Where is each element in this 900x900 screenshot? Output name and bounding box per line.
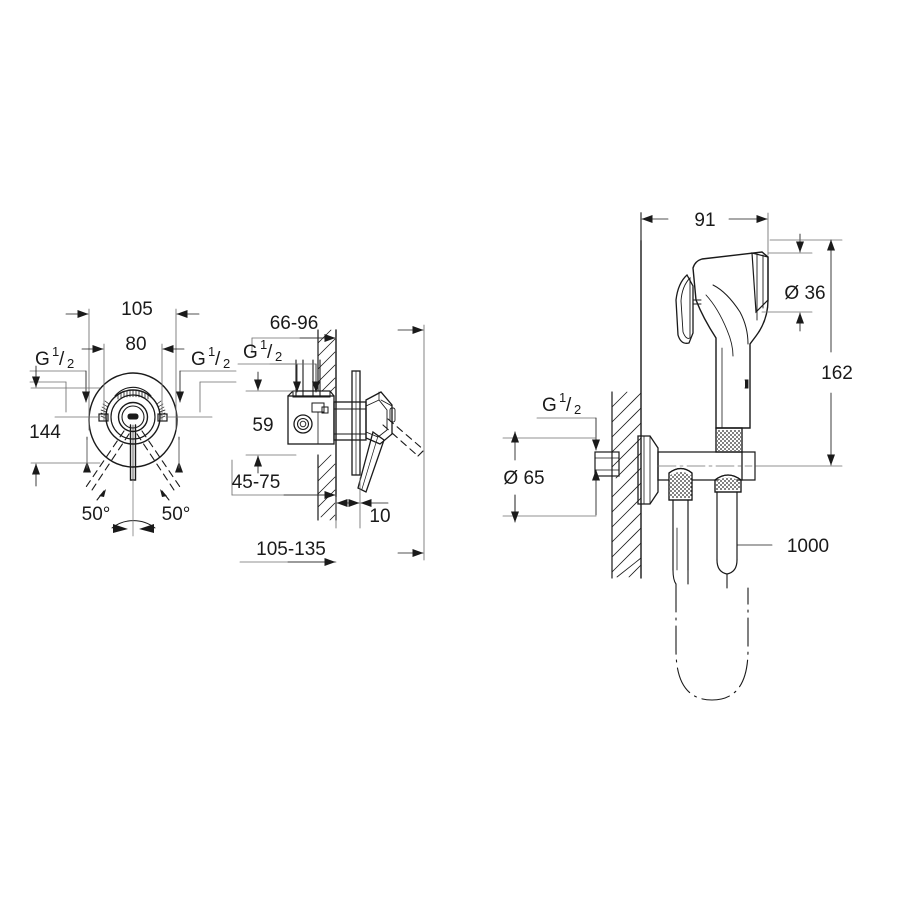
- dim-59-label: 59: [252, 415, 273, 436]
- trigger-lever: [675, 273, 702, 344]
- assembly-wall-hatch: [611, 391, 642, 578]
- hose-left-strand: [672, 499, 689, 585]
- dim-105-label: 105: [121, 299, 153, 320]
- dim-10-label: 10: [369, 506, 390, 527]
- dia-65-label: Ø 65: [503, 468, 544, 489]
- hose-loop: [675, 583, 749, 701]
- svg-text:2: 2: [223, 356, 230, 371]
- svg-text:G: G: [542, 395, 557, 416]
- svg-text:/: /: [267, 342, 273, 363]
- assembly-view: [502, 212, 843, 701]
- svg-text:G: G: [243, 342, 258, 363]
- angle-left-label: 50°: [82, 504, 111, 525]
- escutcheon-plate-section: [351, 370, 361, 476]
- section-view-dimension-lines: [231, 324, 425, 566]
- section-view: [231, 324, 425, 566]
- front-view: [29, 308, 237, 537]
- svg-text:1: 1: [208, 344, 215, 359]
- svg-text:/: /: [566, 395, 572, 416]
- svg-text:G: G: [35, 349, 50, 370]
- hose-nut-left: [668, 467, 693, 501]
- wall: [317, 329, 337, 521]
- dim-144-label: 144: [29, 422, 61, 443]
- svg-text:2: 2: [574, 402, 581, 417]
- trim-knurl-ring: [114, 386, 152, 400]
- dim-105-135-label: 105-135: [256, 539, 326, 560]
- dim-80-label: 80: [125, 334, 146, 355]
- handle-hub: [365, 391, 396, 445]
- spray-head-nut: [715, 427, 743, 453]
- svg-text:2: 2: [67, 356, 74, 371]
- hose-right-strand: [716, 491, 738, 589]
- shower-holder-bar: [657, 451, 756, 481]
- front-view-labels: 105 80 144 G 1 / 2 G 1 / 2 50° 50°: [29, 299, 230, 525]
- assembly-wall: [611, 212, 642, 579]
- assembly-view-labels: 91 Ø 36 162 G 1 / 2 Ø 65 1000: [503, 210, 852, 557]
- svg-text:/: /: [215, 349, 221, 370]
- dia-36-label: Ø 36: [784, 283, 825, 304]
- hand-shower-body: [692, 251, 769, 429]
- hose-length-label: 1000: [787, 536, 829, 557]
- dim-g12-left-label: G 1 / 2: [35, 344, 74, 371]
- assembly-view-dimension-lines: [502, 212, 843, 546]
- dim-66-96-label: 66-96: [270, 313, 319, 334]
- svg-text:1: 1: [52, 344, 59, 359]
- front-view-dimension-lines: [29, 308, 237, 487]
- section-view-labels: 66-96 G 1 / 2 59 45-75 10 105-135: [232, 313, 391, 560]
- hose-nut-right: [714, 474, 742, 493]
- svg-text:1: 1: [559, 390, 566, 405]
- trim-side-knurls: [100, 400, 166, 419]
- svg-text:1: 1: [260, 337, 267, 352]
- dim-g12-right-label: G 1 / 2: [191, 344, 230, 371]
- svg-text:G: G: [191, 349, 206, 370]
- angle-right-label: 50°: [162, 504, 191, 525]
- dim-g12-section-label: G 1 / 2: [243, 337, 282, 364]
- dim-45-75-label: 45-75: [232, 472, 281, 493]
- dim-91-label: 91: [694, 210, 715, 231]
- svg-text:2: 2: [275, 349, 282, 364]
- wall-bracket: [637, 435, 659, 505]
- lever-swing-section: [382, 418, 425, 457]
- dim-162-label: 162: [821, 363, 853, 384]
- dim-g12-assembly-label: G 1 / 2: [542, 390, 581, 417]
- lever-arm-section: [357, 430, 385, 493]
- supply-ports: [98, 413, 168, 422]
- svg-text:/: /: [59, 349, 65, 370]
- angle-indicator: [96, 479, 170, 537]
